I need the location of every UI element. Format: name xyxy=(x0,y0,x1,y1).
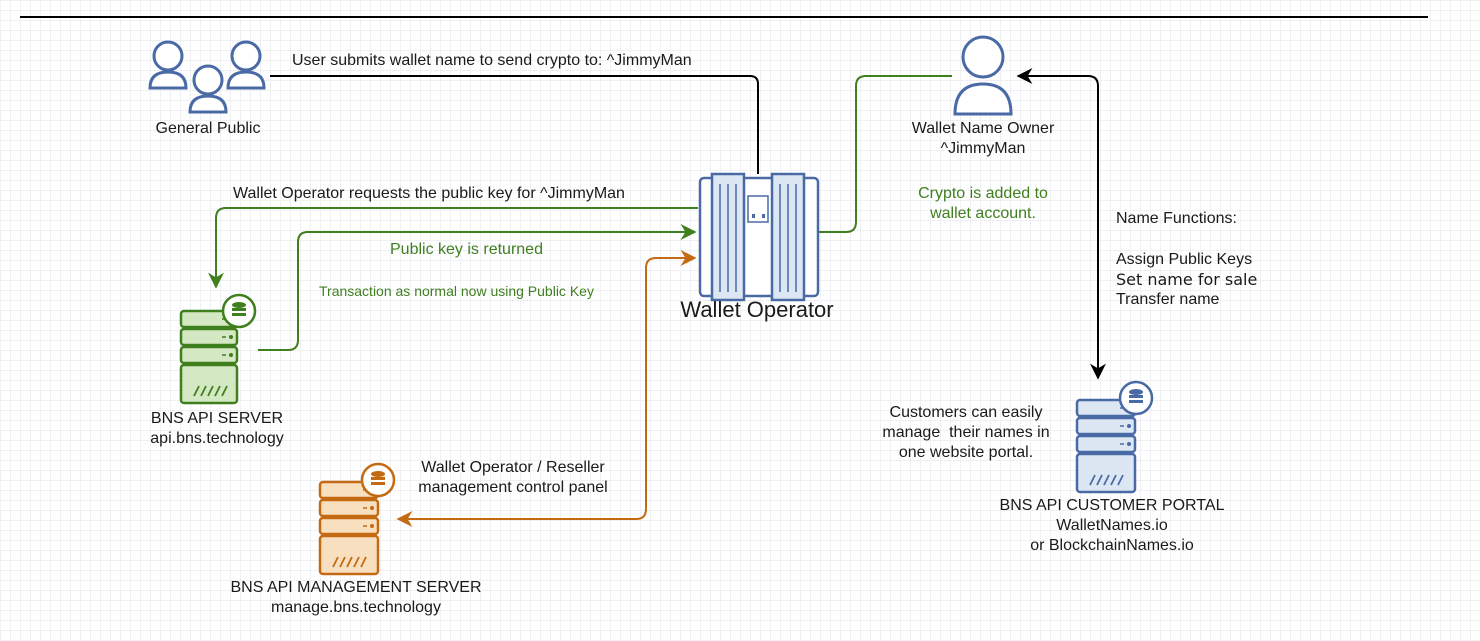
customer-portal-label-line2: WalletNames.io xyxy=(1056,517,1168,534)
edge-key-returned xyxy=(258,224,697,351)
management-server-label-line2: manage.bns.technology xyxy=(271,599,441,616)
crypto-added-line2: wallet account. xyxy=(930,205,1036,222)
management-server-icon xyxy=(318,462,396,576)
general-public-label: General Public xyxy=(155,120,261,137)
edge-submit-name xyxy=(270,75,759,174)
edge-label-submit-name: User submits wallet name to send crypto … xyxy=(292,52,692,69)
crypto-added-line1: Crypto is added to xyxy=(918,185,1048,202)
edge-request-key xyxy=(208,207,698,289)
edge-label-transaction: Transaction as normal now using Public K… xyxy=(319,283,594,299)
edge-label-crypto-added: Crypto is added to wallet account. xyxy=(883,184,1083,224)
wallet-owner-icon xyxy=(953,35,1013,116)
edge-label-reseller-panel: Wallet Operator / Reseller management co… xyxy=(393,458,633,498)
reseller-line2: management control panel xyxy=(418,479,608,496)
customers-note: Customers can easily manage their names … xyxy=(856,403,1076,463)
management-server-label-line1: BNS API MANAGEMENT SERVER xyxy=(230,579,482,596)
wallet-operator-label: Wallet Operator xyxy=(680,297,834,322)
customer-portal-label-line3: or BlockchainNames.io xyxy=(1030,537,1194,554)
wallet-owner-label: Wallet Name Owner ^JimmyMan xyxy=(883,119,1083,159)
edge-label-key-returned: Public key is returned xyxy=(390,241,543,258)
customer-portal-label: BNS API CUSTOMER PORTAL WalletNames.io o… xyxy=(972,496,1252,556)
customers-line3: one website portal. xyxy=(898,444,1034,461)
wallet-owner-label-line2: ^JimmyMan xyxy=(940,140,1026,157)
bns-api-server-label: BNS API SERVER api.bns.technology xyxy=(117,409,317,449)
name-function-item: Assign Public Keys xyxy=(1116,251,1253,268)
customer-portal-icon xyxy=(1075,380,1154,494)
customers-line1: Customers can easily xyxy=(889,404,1043,421)
customers-line2: manage their names in xyxy=(882,424,1050,441)
edge-crypto-added xyxy=(819,75,952,233)
general-public-icon xyxy=(148,40,266,114)
wallet-owner-label-line1: Wallet Name Owner xyxy=(911,120,1055,137)
wallet-operator-icon xyxy=(698,172,820,302)
edge-reseller-panel xyxy=(396,250,697,527)
bns-api-server-label-line2: api.bns.technology xyxy=(150,430,284,447)
edge-label-request-key: Wallet Operator requests the public key … xyxy=(233,185,625,202)
name-function-item: Transfer name xyxy=(1116,291,1220,308)
name-function-item: Set name for sale xyxy=(1116,270,1258,289)
bns-api-server-label-line1: BNS API SERVER xyxy=(150,410,284,427)
customer-portal-label-line1: BNS API CUSTOMER PORTAL xyxy=(999,497,1225,514)
edge-owner-portal xyxy=(1016,68,1106,380)
bns-api-server-icon xyxy=(179,293,257,405)
name-functions-title: Name Functions: xyxy=(1116,210,1237,227)
name-functions-note: Name Functions: Assign Public Keys Set n… xyxy=(1116,209,1257,310)
management-server-label: BNS API MANAGEMENT SERVER manage.bns.tec… xyxy=(206,578,506,618)
reseller-line1: Wallet Operator / Reseller xyxy=(421,459,605,476)
